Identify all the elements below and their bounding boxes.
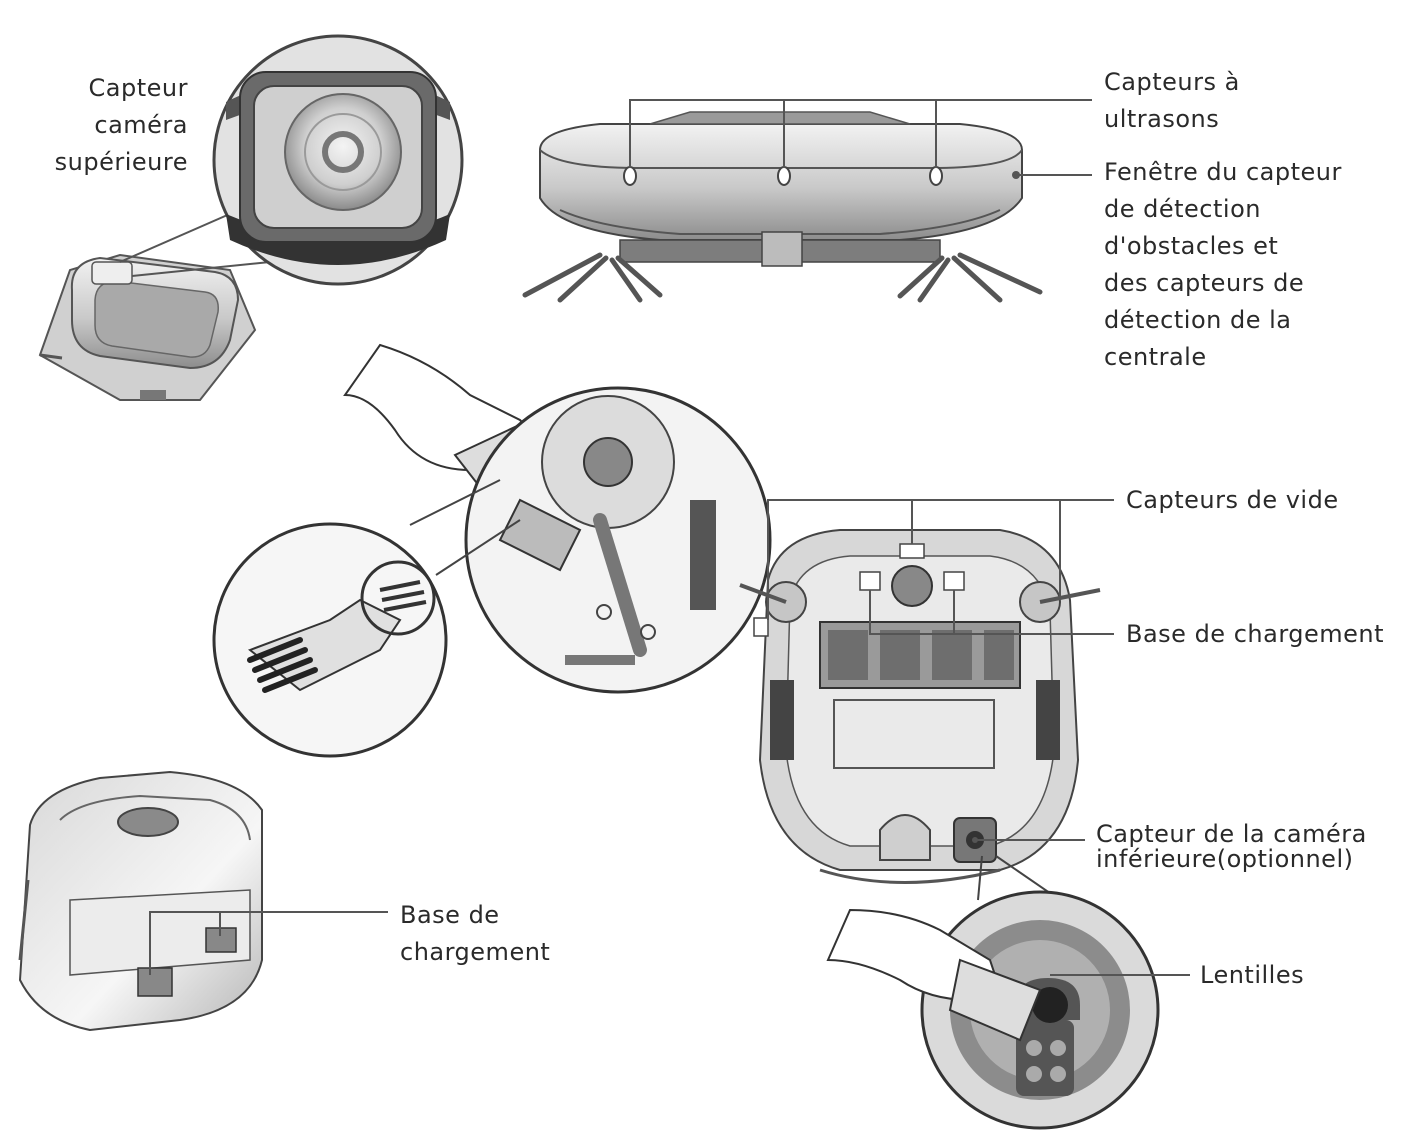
zoom-circle-top-camera — [212, 34, 464, 286]
label-line: supérieure — [54, 148, 188, 176]
label-line: inférieure(optionnel) — [1096, 845, 1354, 873]
cleaning-hand-bottom — [826, 908, 1042, 1042]
label-line: Capteur de la caméra — [1096, 820, 1367, 848]
label-charging-base: Base de chargement — [400, 897, 550, 971]
label-line: détection de la — [1104, 306, 1292, 334]
zoom-circle-side-brush — [464, 386, 772, 694]
label-line: des capteurs de — [1104, 269, 1305, 297]
label-obstacle-window: Fenêtre du capteur de détection d'obstac… — [1104, 154, 1342, 376]
robot-top-view — [38, 253, 257, 401]
label-top-camera: Capteur caméra supérieure — [40, 70, 188, 181]
zoom-circle-brush-tool — [212, 522, 448, 758]
leader-ultrasonic — [629, 99, 1092, 168]
label-cliff-sensors: Capteurs de vide — [1126, 482, 1339, 519]
label-line: centrale — [1104, 343, 1207, 371]
robot-bottom-view — [739, 529, 1101, 884]
leader-charging-base — [149, 911, 388, 975]
label-ultrasonic: Capteurs à ultrasons — [1104, 64, 1240, 138]
leader-cliff-sensors — [767, 499, 1114, 620]
robot-front-view — [522, 111, 1043, 303]
label-line: Capteur — [88, 74, 188, 102]
label-line: d'obstacles et — [1104, 232, 1279, 260]
label-line: chargement — [400, 938, 551, 966]
zoom-circle-lens — [920, 890, 1160, 1130]
label-line: ultrasons — [1104, 105, 1220, 133]
leader-bottom-camera — [972, 837, 1085, 843]
label-charging-contacts: Base de chargement — [1126, 616, 1384, 653]
label-line: Capteurs à — [1104, 68, 1240, 96]
label-line: Base de chargement — [1126, 620, 1385, 648]
label-line: caméra — [94, 111, 188, 139]
zoom-connector-brush — [409, 479, 521, 576]
label-line: de détection — [1104, 195, 1261, 223]
leader-obstacle-window — [1012, 171, 1092, 179]
label-line: Capteurs de vide — [1126, 486, 1339, 514]
charging-base — [18, 770, 263, 1032]
label-line: Fenêtre du capteur — [1104, 158, 1342, 186]
label-line: Base de — [400, 901, 500, 929]
label-line: Lentilles — [1200, 961, 1305, 989]
label-bottom-camera: Capteur de la caméra inférieure(optionne… — [1096, 822, 1367, 872]
label-lens: Lentilles — [1200, 957, 1304, 994]
leader-charging-contacts — [869, 590, 1114, 635]
